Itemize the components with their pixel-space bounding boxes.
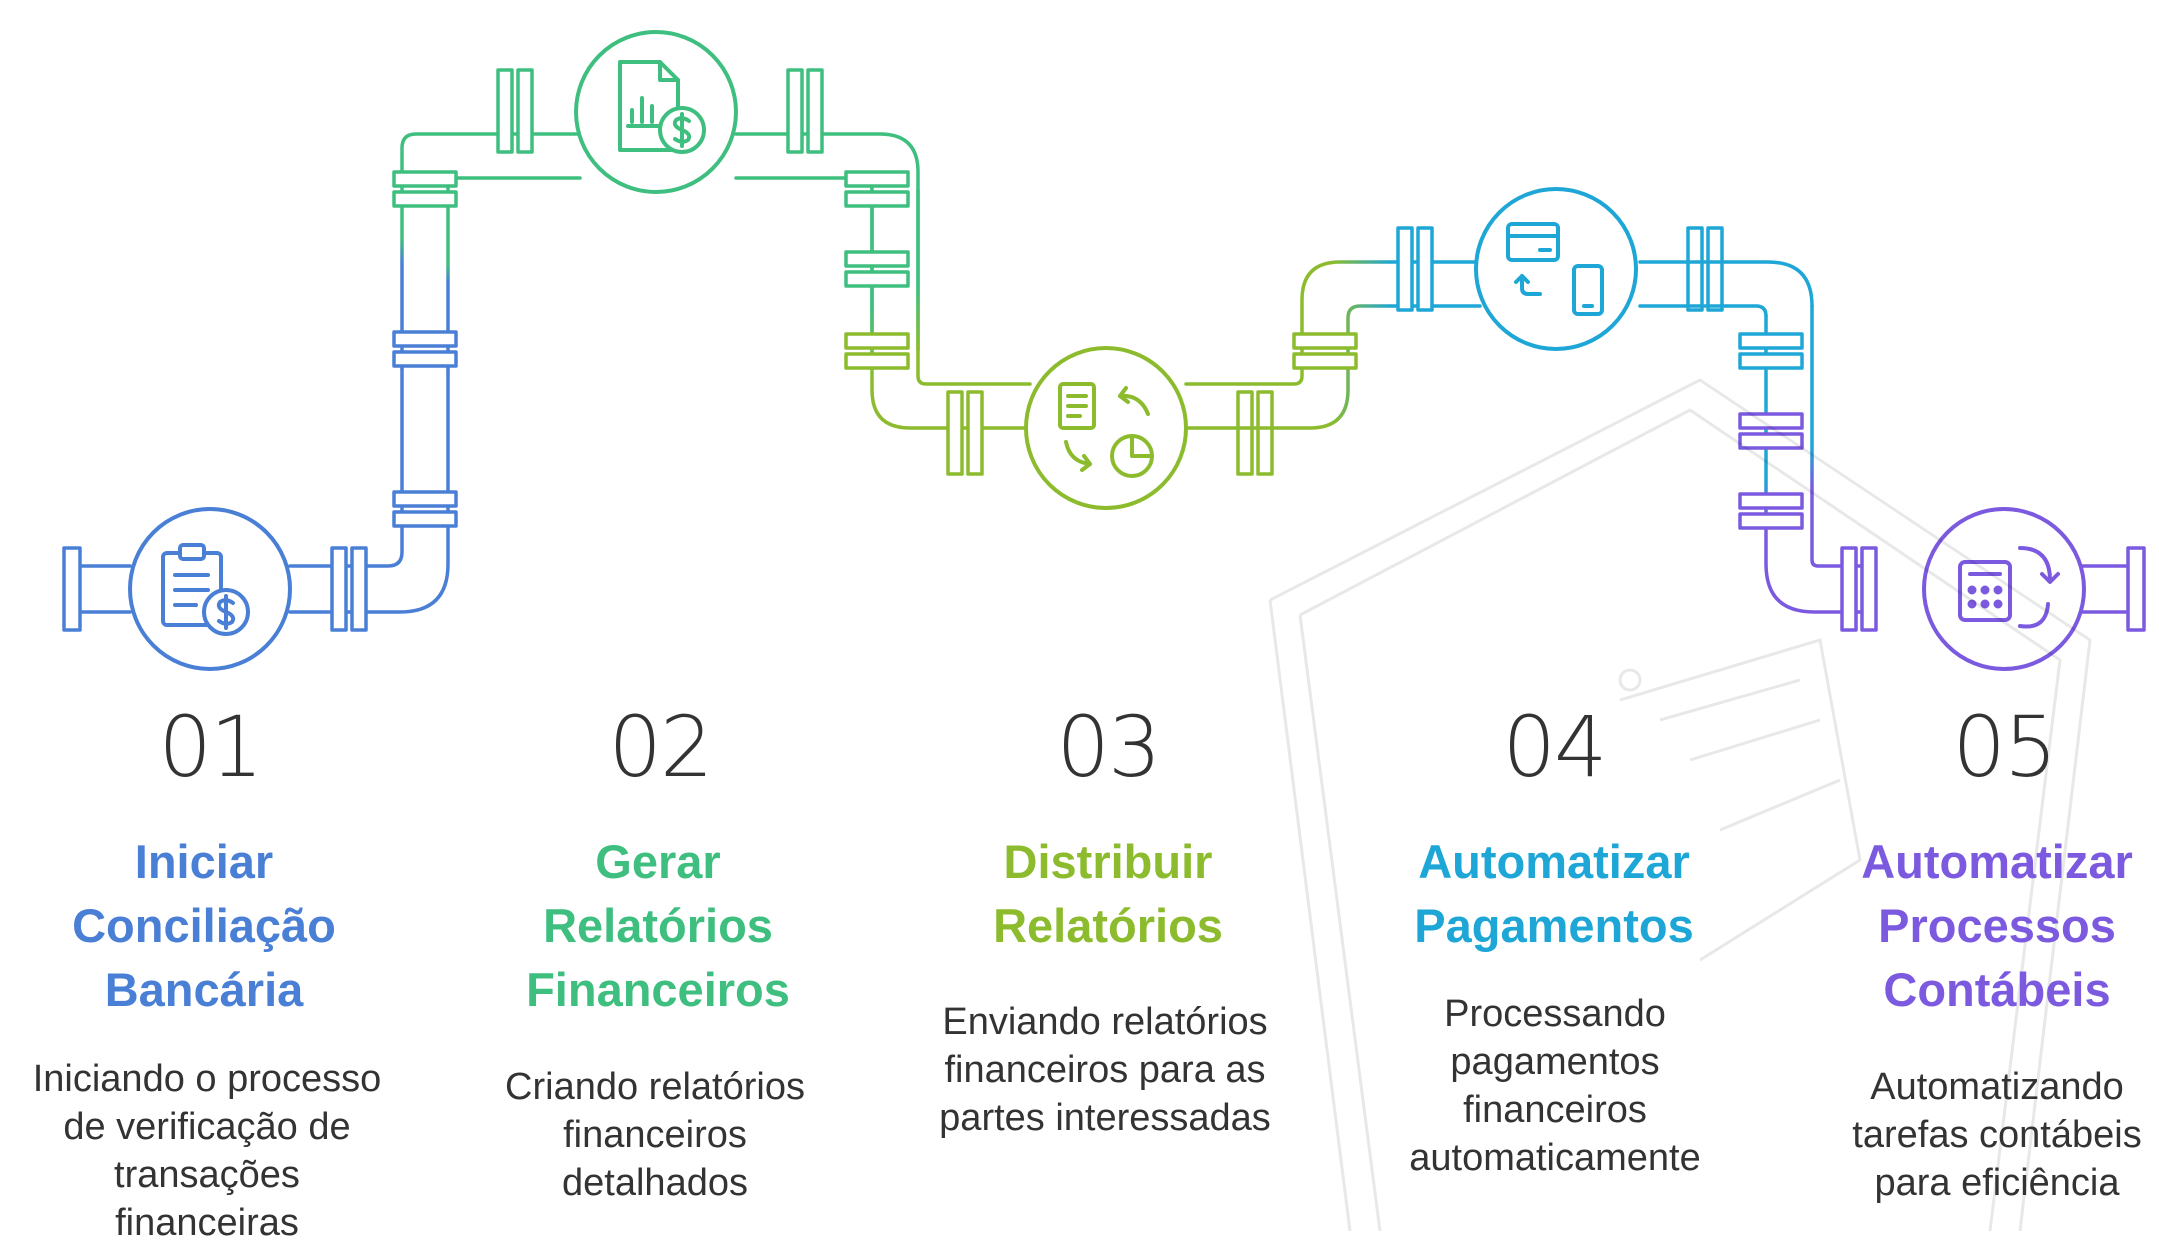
circle-step-1 [128,507,292,671]
step-title: Iniciar Conciliação Bancária [72,835,336,1016]
step-title: Automatizar Pagamentos [1414,835,1694,952]
step-description: Enviando relatórios financeiros para as … [939,1001,1271,1139]
circle-step-3 [1024,346,1188,510]
circle-step-4 [1474,187,1638,351]
step-title: Distribuir Relatórios [993,835,1223,952]
step-number: 04 [1502,698,1608,796]
step-title: Gerar Relatórios Financeiros [526,835,790,1016]
step-title: Automatizar Processos Contábeis [1861,835,2133,1016]
document-exchange-pie-icon [1058,382,1154,478]
pipe-segment-4 [1184,260,1482,430]
step-description: Iniciando o processo de verificação de t… [32,1058,382,1244]
step-number: 02 [608,698,714,796]
step-number: 03 [1056,698,1162,796]
pipe-segment-3 [870,188,1032,430]
clipboard-dollar-icon [161,543,250,636]
step-number: 05 [1952,698,2058,796]
pipe-segment-5 [1764,304,1862,614]
step-description: Processando pagamentos financeiros autom… [1409,993,1701,1179]
step-description: Automatizando tarefas contábeis para efi… [1852,1066,2142,1204]
circle-step-2 [574,30,738,194]
card-phone-transfer-icon [1506,222,1604,316]
step-description: Criando relatórios financeiros detalhado… [505,1066,805,1204]
step-number: 01 [158,698,264,796]
calculator-sync-icon [1958,546,2060,629]
document-chart-dollar-icon [618,60,706,154]
pipe-segment-1 [62,366,450,632]
